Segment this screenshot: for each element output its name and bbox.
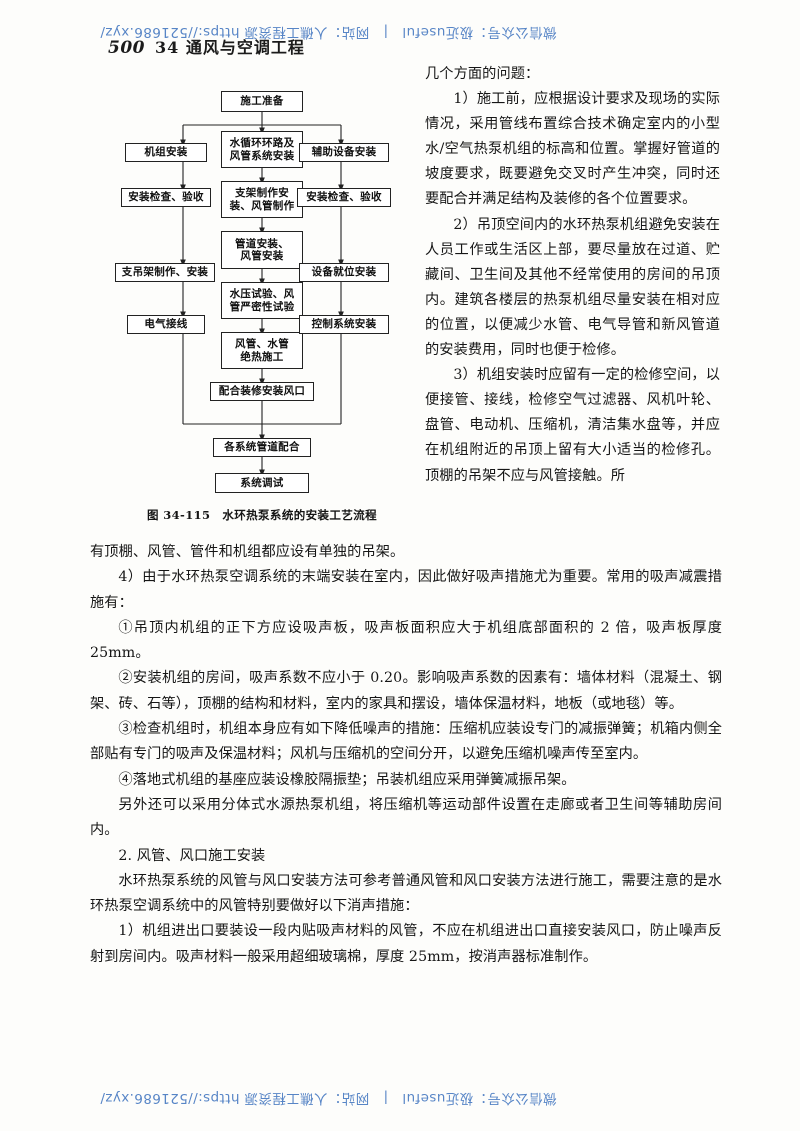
- flow-node-mid-4: 水压试验、风 管严密性试验: [221, 282, 303, 319]
- page-number: 500: [108, 38, 145, 58]
- flow-node-left-4: 电气接线: [127, 315, 205, 334]
- flow-node-mid-1: 水循环环路及 风管系统安装: [221, 131, 303, 168]
- paragraph-3: 3）机组安装时应留有一定的检修空间，以便接管、接线，检修空气过滤器、风机叶轮、盘…: [425, 367, 720, 484]
- paragraph-1: 1）施工前，应根据设计要求及现场的实际情况，采用管线布置综合技术确定室内的小型水…: [425, 91, 720, 208]
- flow-node-start: 施工准备: [221, 91, 303, 112]
- paragraph-4: 4）由于水环热泵空调系统的末端安装在室内，因此做好吸声措施尤为重要。常用的吸声减…: [90, 569, 722, 611]
- paragraph-3-continued: 有顶棚、风管、管件和机组都应设有单独的吊架。: [90, 544, 405, 560]
- paragraph-section2-intro: 水环热泵系统的风管与风口安装方法可参考普通风管和风口安装方法进行施工，需要注意的…: [90, 872, 722, 915]
- figure-34-115: 施工准备 机组安装 安装检查、验收 支吊架制作、安装 电气接线 水循环环路及 风…: [103, 83, 421, 538]
- paragraph-additional: 另外还可以采用分体式水源热泵机组，将压缩机等运动部件设置在走廊或者卫生间等辅助房…: [90, 796, 722, 839]
- flowchart: 施工准备 机组安装 安装检查、验收 支吊架制作、安装 电气接线 水循环环路及 风…: [103, 83, 421, 503]
- flow-node-mid-6: 配合装修安装风口: [210, 382, 314, 401]
- watermark-bottom: 微信公众号：极近useful | 网站：人礁工程资源 https://52168…: [100, 1090, 557, 1106]
- paragraph-item-2: ②安装机组的房间，吸声系数不应小于 0.20。影响吸声系数的因素有：墙体材料（混…: [90, 670, 722, 712]
- paragraph-section2-item1: 1）机组进出口要装设一段内贴吸声材料的风管，不应在机组进出口直接安装风口，防止噪…: [90, 923, 722, 965]
- flow-node-mid-3: 管道安装、 风管安装: [221, 231, 303, 269]
- flow-node-right-3: 设备就位安装: [299, 263, 389, 282]
- flowchart-connectors: [180, 112, 344, 477]
- flow-node-end: 系统调试: [215, 473, 309, 493]
- full-width-text: 有顶棚、风管、管件和机组都应设有单独的吊架。 4）由于水环热泵空调系统的末端安装…: [90, 540, 722, 970]
- paragraph-item-4: ④落地式机组的基座应装设橡胶隔振垫；吊装机组应采用弹簧减振吊架。: [118, 771, 576, 788]
- flow-node-merge: 各系统管道配合: [213, 438, 311, 457]
- flow-node-left-1: 机组安装: [125, 143, 207, 162]
- paragraph-2: 2）吊顶空间内的水环热泵机组避免安装在人员工作或生活区上部，要尽量放在过道、贮藏…: [425, 216, 720, 359]
- paragraph-item-1: ①吊顶内机组的正下方应设吸声板，吸声板面积应大于机组底部面积的 2 倍，吸声板厚…: [90, 619, 722, 662]
- flow-node-mid-2: 支架制作安 装、风管制作: [221, 181, 303, 218]
- figure-caption: 图 34-115 水环热泵系统的安装工艺流程: [146, 508, 378, 522]
- chapter-title: 34 通风与空调工程: [155, 38, 305, 57]
- flow-node-right-2: 安装检查、验收: [297, 188, 391, 207]
- section-heading-2: 2. 风管、风口施工安装: [118, 847, 266, 864]
- flow-node-mid-5: 风管、水管 绝热施工: [221, 332, 303, 369]
- flow-node-right-4: 控制系统安装: [299, 315, 389, 334]
- paragraph-intro: 几个方面的问题：: [425, 66, 540, 82]
- flow-node-right-1: 辅助设备安装: [299, 143, 389, 162]
- right-column-text: 几个方面的问题： 1）施工前，应根据设计要求及现场的实际情况，采用管线布置综合技…: [425, 62, 720, 489]
- flow-node-left-3: 支吊架制作、安装: [115, 263, 215, 282]
- paragraph-item-3: ③检查机组时，机组本身应有如下降低噪声的措施：压缩机应装设专门的减振弹簧；机箱内…: [90, 721, 722, 763]
- flow-node-left-2: 安装检查、验收: [121, 188, 211, 207]
- running-head: 500 34 通风与空调工程: [108, 34, 305, 58]
